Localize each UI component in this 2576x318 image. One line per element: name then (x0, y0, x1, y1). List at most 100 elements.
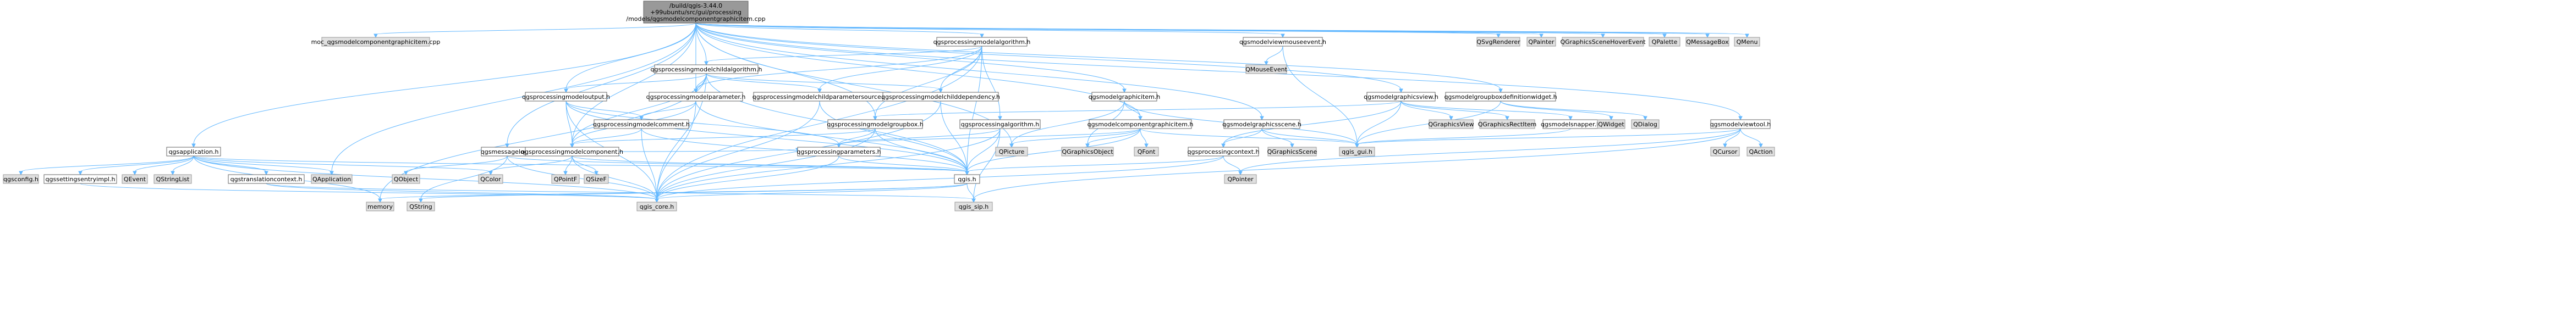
node-pparams[interactable]: qgsprocessingparameters.h (797, 147, 881, 157)
edge-arrowhead (1496, 34, 1501, 38)
node-box (1245, 64, 1287, 74)
node-graphicitem[interactable]: qgsmodelgraphicitem.h (1089, 92, 1161, 102)
edge-pcontext-to-qgsh (965, 155, 1224, 176)
node-box (3, 174, 39, 184)
node-childdep[interactable]: qgsprocessingmodelchilddependency.h (881, 92, 1000, 102)
node-label: qgsprocessingmodelchildalgorithm.h (651, 66, 762, 73)
edge-qgsapp-to-settingsentry (78, 155, 194, 176)
edge-line (966, 155, 1224, 172)
node-qgsapp[interactable]: qgsapplication.h (166, 147, 221, 157)
edge-line (695, 46, 982, 90)
node-moc: moc_qgsmodelcomponentgraphicitem.cpp (311, 37, 440, 47)
node-param[interactable]: qgsprocessingmodelparameter.h (646, 92, 746, 102)
node-box (797, 147, 881, 157)
node-mouse[interactable]: qgsmodelviewmouseevent.h (1239, 37, 1326, 47)
node-label: qgsprocessingcontext.h (1188, 148, 1260, 155)
edge-arrowhead (563, 171, 568, 176)
node-focus[interactable]: /build/qgis-3.44.0+99ubuntu/src/gui/proc… (626, 1, 766, 24)
edge-graphicsview-to-qgraphicsrect (1400, 101, 1509, 121)
node-box (1429, 119, 1474, 129)
node-childalg[interactable]: qgsprocessingmodelchildalgorithm.h (651, 64, 762, 74)
edge-focus-to-mouse (695, 23, 1285, 38)
node-label: QPointer (1227, 176, 1254, 183)
node-box (1746, 147, 1775, 157)
edge-line (1500, 101, 1612, 118)
edge-line (1740, 128, 1761, 145)
node-qgsh[interactable]: qgis.h (954, 174, 980, 184)
edge-palgorithm-to-qgssip (971, 128, 1001, 203)
edge-line (940, 101, 968, 172)
edge-param-to-modelcomment (639, 101, 696, 121)
node-output[interactable]: qgsprocessingmodeloutput.h (522, 92, 610, 102)
edge-arrowhead (1609, 116, 1613, 121)
edge-line (1011, 128, 1141, 145)
edge-arrowhead (564, 88, 568, 93)
edge-line (490, 155, 573, 172)
node-box (1445, 92, 1556, 102)
edge-line (1223, 128, 1262, 145)
node-label: qgsprocessingmodelcomment.h (593, 121, 690, 128)
edge-arrowhead (1759, 143, 1763, 148)
node-groupboxdef[interactable]: qgsmodelgroupboxdefinitionwidget.h (1444, 92, 1557, 102)
node-palgorithm[interactable]: qgsprocessingalgorithm.h (959, 119, 1041, 129)
node-label: QPicture (999, 148, 1025, 155)
node-label: qgsmodelgroupboxdefinitionwidget.h (1444, 93, 1557, 101)
node-translation[interactable]: qgstranslationcontext.h (228, 174, 305, 184)
node-childsrc[interactable]: qgsprocessingmodelchildparametersource.h (753, 92, 887, 102)
edge-arrowhead (1399, 88, 1403, 93)
edge-arrowhead (171, 171, 175, 176)
edge-graphicsview-to-snapper (1400, 101, 1573, 121)
node-box (594, 119, 689, 129)
edge-line (973, 128, 1001, 200)
node-qgssip: qgis_sip.h (954, 202, 993, 211)
edge-arrowhead (378, 198, 382, 203)
node-qgraphicsscene: QGraphicsScene (1267, 147, 1317, 157)
edge-modelcomment-to-component (570, 128, 642, 148)
edge-line (1223, 101, 1402, 145)
node-compgraphic[interactable]: qgsmodelcomponentgraphicitem.h (1087, 119, 1194, 129)
edge-line (565, 101, 573, 145)
edge-arrowhead (594, 171, 598, 176)
node-label: QGraphicsView (1428, 121, 1474, 128)
edge-line (656, 183, 968, 200)
edge-line (1356, 101, 1402, 145)
node-groupbox[interactable]: qgsprocessingmodelgroupbox.h (827, 119, 924, 129)
node-label: qgsprocessingmodeloutput.h (522, 93, 610, 101)
node-box (995, 147, 1028, 157)
node-qfont: QFont (1134, 147, 1159, 157)
node-box (525, 92, 607, 102)
edge-qgsapp-to-qgsh (193, 155, 969, 176)
edge-line (266, 183, 974, 200)
edge-arrowhead (264, 171, 268, 176)
node-gscene[interactable]: qgsmodelgraphicsscene.h (1222, 119, 1301, 129)
node-viewtool[interactable]: qgsmodelviewtool.h (1710, 119, 1771, 129)
node-label: QEvent (124, 176, 146, 183)
node-qmouseevent: QMouseEvent (1245, 64, 1288, 74)
node-label: QPainter (1528, 38, 1555, 46)
node-component[interactable]: qgsprocessingmodelcomponent.h (521, 147, 623, 157)
node-modelcomment[interactable]: qgsprocessingmodelcomment.h (593, 119, 690, 129)
edge-arrowhead (1290, 143, 1294, 148)
node-label: qgsmodelcomponentgraphicitem.h (1087, 121, 1194, 128)
edge-line (572, 128, 642, 145)
node-box (392, 174, 420, 184)
node-msglog[interactable]: qgsmessagelog.h (481, 147, 534, 157)
node-box (1476, 37, 1520, 47)
edge-compgraphic-to-qpicture (1009, 128, 1141, 148)
node-box (525, 147, 619, 157)
edge-line (706, 73, 941, 90)
edge-line (420, 155, 508, 200)
edge-line (193, 155, 267, 172)
edge-graphicsview-to-groupbox (873, 101, 1402, 121)
node-alg[interactable]: qgsprocessingmodelalgorithm.h (933, 37, 1031, 47)
node-box (1649, 37, 1680, 47)
edge-line (193, 155, 332, 172)
node-box (366, 202, 394, 211)
node-graphicsview[interactable]: qgsmodelgraphicsview.h (1364, 92, 1438, 102)
node-pcontext[interactable]: qgsprocessingcontext.h (1188, 147, 1260, 157)
node-settingsentry[interactable]: qgssettingsentryimpl.h (43, 174, 117, 184)
node-label: qgis.h (958, 176, 976, 183)
node-snapper[interactable]: qgsmodelsnapper.h (1541, 119, 1600, 129)
edge-arrowhead (704, 61, 708, 66)
